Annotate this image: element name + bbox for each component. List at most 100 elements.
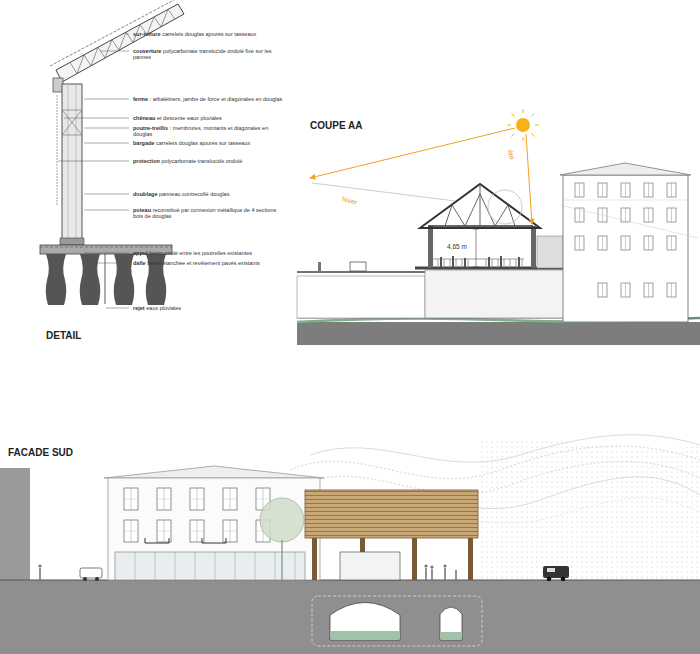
section-aa: [563, 175, 688, 322]
section-aa: [507, 109, 539, 141]
section-aa: [667, 183, 676, 197]
south-elevation: [330, 603, 400, 641]
south-elevation: [468, 538, 473, 580]
detail-section: [80, 254, 101, 305]
south-elevation: [38, 564, 41, 567]
south-elevation: [547, 568, 555, 572]
leader-line: [84, 128, 129, 129]
south-elevation: [124, 520, 138, 542]
section-aa: [531, 226, 536, 268]
south-elevation: [424, 564, 427, 567]
detail-section: [62, 84, 82, 240]
leader-line: [84, 143, 129, 144]
south-elevation: [108, 478, 320, 580]
section-aa: [310, 128, 515, 178]
detail-section: [46, 254, 67, 305]
section-aa: [432, 259, 522, 268]
part-description: reconstitué par connexion métallique de …: [133, 207, 276, 220]
leader-line: [84, 210, 129, 211]
south-elevation: [430, 565, 433, 568]
south-elevation: [190, 488, 204, 510]
leader-line: [58, 161, 129, 162]
south-elevation: [95, 577, 99, 581]
section-aa: [473, 267, 479, 268]
detail-section: [50, 0, 174, 66]
south-elevation: [145, 538, 226, 543]
section-aa: [598, 236, 607, 250]
detail-section: [40, 247, 172, 248]
south-elevation: [124, 488, 138, 510]
detail-section: [62, 110, 82, 135]
south-elevation: [561, 577, 566, 582]
section-aa: [297, 109, 700, 345]
part-description: eaux pluviales: [146, 305, 181, 311]
south-elevation: [331, 631, 399, 640]
south-elevation: [260, 498, 304, 542]
section-aa: [644, 183, 653, 197]
part-description: polycarbonate translucide ondulé: [162, 158, 243, 164]
section-aa: [644, 236, 653, 250]
part-name: rejet: [133, 305, 145, 311]
south-elevation: [135, 552, 295, 580]
section-aa: [537, 236, 563, 268]
section-aa: [297, 322, 700, 345]
leader-line: [84, 253, 129, 254]
south-elevation: [310, 435, 700, 462]
section-aa: [560, 163, 691, 175]
section-aa: [473, 229, 479, 230]
part-name: poutre-treillis: [133, 125, 168, 131]
sun-angle-label: été: [506, 149, 516, 160]
part-description: carrelets douglas ajourés sur tasseaux: [156, 140, 250, 146]
callout-text: bargadecarrelets douglas ajourés sur tas…: [133, 140, 285, 147]
section-aa: [621, 236, 630, 250]
leader-line: [58, 34, 129, 308]
south-elevation: [312, 538, 317, 580]
detail-section: [53, 78, 63, 92]
callout-text: poteaureconstitué par connexion métalliq…: [133, 207, 285, 221]
callout-text: rejeteaux pluviales: [133, 305, 285, 312]
callout-text: protectionpolycarbonate translucide ondu…: [133, 158, 285, 165]
south-elevation: [300, 462, 700, 494]
detail-section: [56, 4, 184, 82]
part-name: sur-toiture: [133, 31, 161, 37]
section-aa: [667, 208, 676, 222]
detail-section: [68, 84, 69, 240]
leader-line: [84, 99, 129, 100]
detail-section: [40, 0, 184, 305]
detail-section: [57, 95, 58, 205]
section-aa: [621, 283, 630, 297]
part-name: protection: [133, 158, 160, 164]
section-aa: [526, 134, 532, 224]
callout-text: couverturepolycarbonate translucide ondu…: [133, 48, 285, 62]
south-elevation: [281, 540, 282, 580]
south-elevation: [543, 566, 569, 578]
south-elevation: [83, 577, 87, 581]
south-elevation: [0, 468, 30, 580]
leader-line: [64, 118, 129, 119]
part-name: dalle: [133, 260, 146, 266]
detail-section: [70, 9, 175, 73]
south-elevation: [157, 488, 171, 510]
section-aa: [667, 283, 676, 297]
callout-text: appuibéton coulé entre les poutrelles ex…: [133, 250, 285, 257]
callout-text: doublagepanneau contrecollé douglas: [133, 191, 285, 198]
section-aa: [428, 225, 533, 226]
sun-angle-label: hiver: [341, 195, 358, 206]
section-aa: [480, 184, 481, 226]
detail-section: [60, 238, 84, 245]
south-elevation: [305, 490, 478, 538]
detail-section: [62, 135, 82, 136]
leader-line: [106, 308, 129, 309]
part-name: couverture: [133, 48, 161, 54]
south-elevation: [441, 632, 461, 640]
south-elevation: [223, 488, 237, 510]
part-description: : arbalétriers, jambe de force et diagon…: [150, 96, 283, 102]
part-description: béton coulé entre les poutrelles existan…: [149, 250, 252, 256]
callout-text: dallebéton étanchée et revêtement pavés …: [133, 260, 285, 267]
south-elevation: [223, 520, 237, 542]
south-elevation: [440, 607, 462, 640]
section-aa: [350, 262, 366, 271]
callout-text: poutre-treillis: membrures, montants et …: [133, 125, 285, 139]
view-title: DETAIL: [46, 330, 81, 341]
